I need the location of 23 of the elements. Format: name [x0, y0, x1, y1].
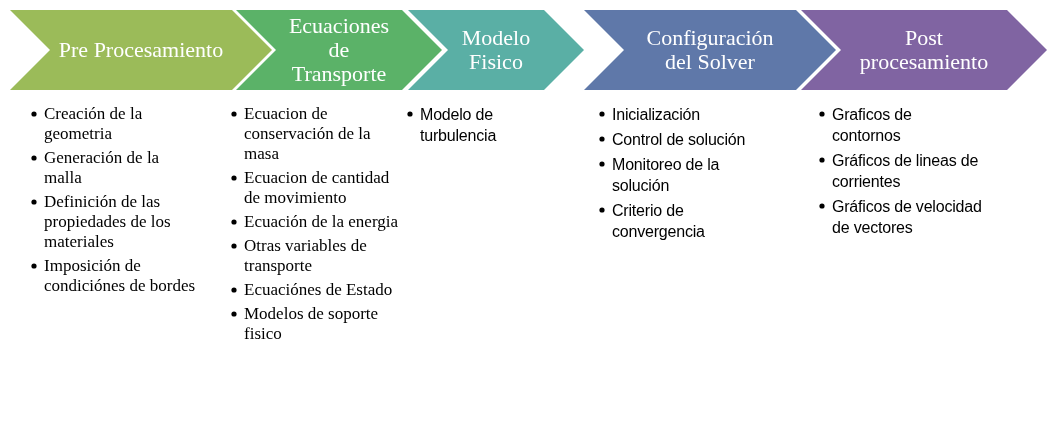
step-title: Configuración del Solver	[645, 26, 775, 74]
step-title: Post procesamiento	[858, 26, 990, 74]
bullet-text: Criterio de convergencia	[612, 202, 705, 240]
step-title: Modelo Fisico	[460, 26, 532, 74]
bullet-text: Modelo de turbulencia	[420, 106, 497, 144]
bullet-text: Control de solución	[612, 131, 746, 148]
bullet-text: Imposición de condiciónes de bordes	[44, 256, 196, 295]
step-title: Ecuaciones de Transporte	[287, 14, 391, 86]
bullet-text: Monitoreo de la solución	[612, 156, 720, 194]
bullet-text: Definición de las propiedades de los materiales	[44, 192, 171, 251]
bullet-text: Ecuacion de cantidad de movimiento	[244, 168, 390, 207]
bullet-text: Otras variables de transporte	[244, 236, 367, 275]
bullet-text: Ecuaciónes de Estado	[244, 280, 393, 299]
bullet-text: Graficos de contornos	[832, 106, 912, 144]
bullet-text: Modelos de soporte fisico	[244, 304, 379, 343]
bullet-text: Gráficos de velocidad de vectores	[832, 198, 982, 236]
bullet-text: Ecuacion de conservación de la masa	[244, 104, 371, 163]
bullet-text: Inicialización	[612, 106, 700, 123]
bullet-text: Ecuación de la energia	[244, 212, 399, 231]
bullet-text: Creación de la geometria	[44, 104, 143, 143]
bullet-text: Gráficos de lineas de corrientes	[832, 152, 979, 190]
step-title: Pre Procesamiento	[58, 38, 224, 62]
bullet-text: Generación de la malla	[44, 148, 160, 187]
